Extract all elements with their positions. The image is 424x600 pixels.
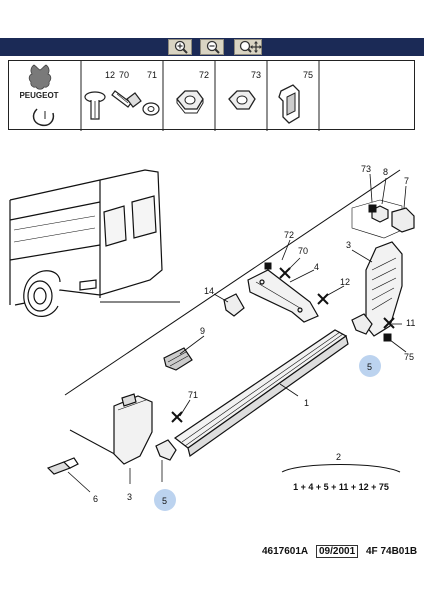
callout-5-bottom[interactable]: 5 [162, 496, 167, 506]
nut-73-part [228, 90, 256, 110]
zoom-out-button[interactable] [200, 39, 224, 55]
square-nut-symbol-75 [383, 333, 392, 342]
callout-11[interactable]: 11 [406, 318, 415, 328]
diagram-canvas: 73 8 7 3 72 70 4 14 12 11 75 5 9 1 71 6 … [9, 164, 415, 511]
insert-5-top-part [351, 313, 373, 335]
callout-7[interactable]: 7 [404, 176, 409, 186]
callout-2[interactable]: 2 [336, 452, 341, 462]
exploded-diagram: 73 8 7 3 72 70 4 14 12 11 75 5 9 1 71 6 … [0, 130, 424, 550]
peugeot-logo: PEUGEOT [9, 61, 73, 101]
part-number-71: 71 [147, 70, 157, 80]
part-number-73: 73 [251, 70, 261, 80]
callout-8[interactable]: 8 [383, 167, 388, 177]
bolt-part [111, 90, 142, 108]
footer-reference-2: 4F 74B01B [366, 546, 418, 557]
callout-6[interactable]: 6 [93, 494, 98, 504]
callout-9[interactable]: 9 [200, 326, 205, 336]
zoom-out-icon [206, 40, 220, 54]
clip-set-top [351, 199, 415, 239]
zoom-in-button[interactable] [168, 39, 192, 55]
push-rivet-part [84, 91, 106, 120]
square-nut-symbol-72 [264, 262, 272, 270]
callout-3-top[interactable]: 3 [346, 240, 351, 250]
retaining-clip-part [278, 84, 300, 124]
kit-formula: 1 + 4 + 5 + 11 + 12 + 75 [293, 482, 389, 492]
part-number-72: 72 [199, 70, 209, 80]
footer-date: 09/2001 [316, 545, 359, 558]
callout-72[interactable]: 72 [284, 230, 294, 240]
insert-5-bottom-part [155, 439, 177, 461]
parts-header: PEUGEOT 12 70 71 72 [8, 60, 415, 131]
callout-70[interactable]: 70 [298, 246, 308, 256]
washer-part [142, 102, 160, 116]
callout-71[interactable]: 71 [188, 390, 198, 400]
end-cap-bottom-part [113, 393, 153, 465]
callout-73[interactable]: 73 [361, 164, 371, 174]
brand-name: PEUGEOT [19, 91, 58, 100]
zoom-pan-button[interactable] [234, 39, 262, 55]
part-number-75: 75 [303, 70, 313, 80]
footer-reference-1: 4617601A [262, 546, 309, 557]
cross-symbol-71 [171, 411, 183, 423]
cross-symbol-12 [317, 293, 329, 305]
zoom-in-icon [174, 40, 188, 54]
end-cap-top-part [365, 241, 403, 337]
callout-12[interactable]: 12 [340, 277, 350, 287]
van-outline [9, 169, 163, 317]
parts-header-drawing: PEUGEOT 12 70 71 72 [9, 61, 320, 131]
square-nut-symbol-73 [368, 204, 377, 213]
highlight-callout-5-bottom[interactable] [154, 489, 176, 511]
part-number-12: 12 [105, 70, 115, 80]
screw-6-part [46, 457, 79, 475]
sill-moulding-part [173, 329, 349, 457]
callout-3-bottom[interactable]: 3 [127, 492, 132, 502]
kit-bracket [281, 464, 401, 473]
cross-symbol-11 [383, 317, 395, 329]
pad-part [223, 293, 245, 317]
mounting-bracket-part [247, 269, 319, 323]
callout-14[interactable]: 14 [204, 286, 214, 296]
part-number-70: 70 [119, 70, 129, 80]
highlight-callout-5-top[interactable] [359, 355, 381, 377]
section-line-upper [64, 169, 401, 396]
cross-symbol-70 [279, 267, 291, 279]
callout-5-top[interactable]: 5 [367, 362, 372, 372]
callout-1[interactable]: 1 [304, 398, 309, 408]
viewer-toolbar [0, 38, 424, 56]
c-clip-part [32, 108, 55, 127]
callout-75[interactable]: 75 [404, 352, 414, 362]
nut-72-part [176, 90, 204, 114]
zoom-pan-icon [239, 40, 262, 53]
clip-9-part [163, 347, 193, 371]
callout-4[interactable]: 4 [314, 262, 319, 272]
